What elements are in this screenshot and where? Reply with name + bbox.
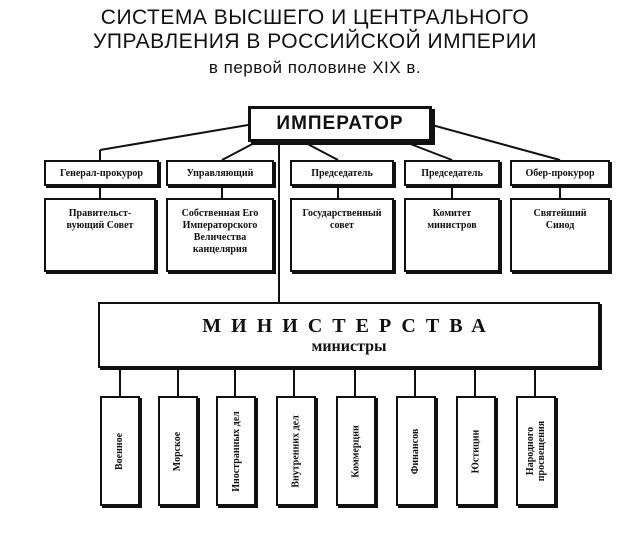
head-box-general-prosecutor: Генерал-прокурор (44, 160, 159, 186)
ministry-label: Коммерции (350, 424, 362, 478)
ministry-foreign-affairs: Иностранных дел (216, 396, 256, 506)
ministry-war: Военное (100, 396, 140, 506)
head-box-chief-procurator: Обер-прокурор (510, 160, 610, 186)
council-box-holy-synod: Святейший Синод (510, 198, 610, 272)
emperor-box: ИМПЕРАТОР (248, 106, 432, 142)
head-box-manager: Управляющий (166, 160, 274, 186)
connector-emperor-committee (399, 139, 453, 161)
connector-emperor-council (299, 139, 339, 161)
title-line-3: в первой половине XIX в. (208, 58, 422, 77)
ministry-label: Иностранных дел (230, 410, 242, 492)
council-box-committee-ministers: Комитет министров (404, 198, 500, 272)
ministry-label: Морское (172, 431, 184, 471)
head-box-chairman-committee: Председатель (404, 160, 500, 186)
connector-emperor-right (431, 124, 561, 161)
ministries-box: МИНИСТЕРСТВА министры (98, 302, 600, 368)
ministry-label: Юстиции (470, 429, 482, 473)
council-box-governing: Правительст-вующий Совет (44, 198, 156, 272)
connector-emperor-left (99, 124, 249, 151)
title-line-2: УПРАВЛЕНИЯ В РОССИЙСКОЙ ИМПЕРИИ (93, 30, 537, 53)
ministry-education: Народного просвещения (516, 396, 556, 506)
ministries-title: МИНИСТЕРСТВА (202, 315, 496, 337)
council-box-state-council: Государственный совет (290, 198, 394, 272)
ministry-label: Финансов (410, 428, 422, 474)
connector-emperor-manager (221, 139, 261, 161)
ministry-label: Внутренних дел (290, 414, 302, 488)
head-box-chairman-council: Председатель (290, 160, 394, 186)
ministry-label: Военное (114, 432, 126, 470)
ministries-subtitle: министры (311, 338, 387, 355)
ministry-justice: Юстиции (456, 396, 496, 506)
ministry-commerce: Коммерции (336, 396, 376, 506)
ministry-finance: Финансов (396, 396, 436, 506)
title-line-1: СИСТЕМА ВЫСШЕГО И ЦЕНТРАЛЬНОГО (100, 6, 530, 29)
ministry-internal-affairs: Внутренних дел (276, 396, 316, 506)
ministry-navy: Морское (158, 396, 198, 506)
ministry-label: Народного просвещения (525, 420, 548, 482)
council-box-chancellery: Собственная Его Императорского Величеств… (166, 198, 274, 272)
